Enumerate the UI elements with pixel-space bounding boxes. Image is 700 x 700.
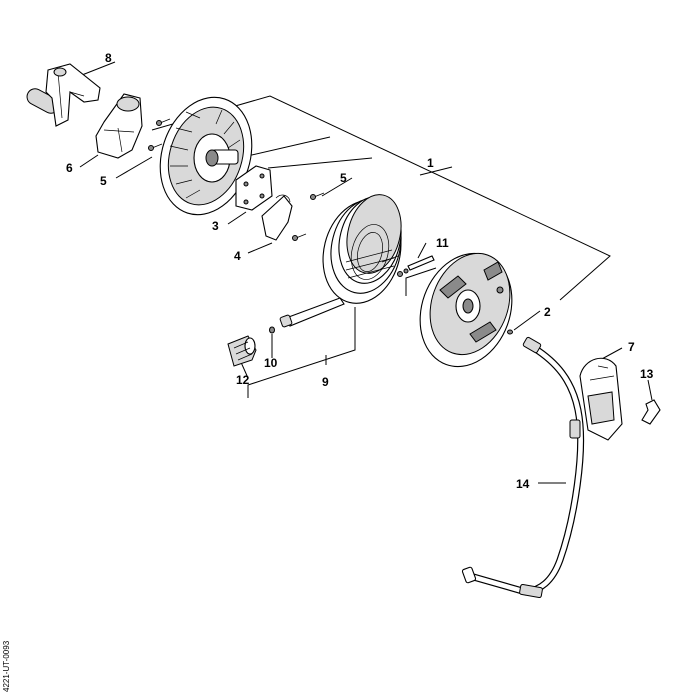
leader-lines xyxy=(79,61,653,484)
drum-shaft xyxy=(279,255,399,328)
mounting-plate xyxy=(235,165,273,211)
callout-4: 4 xyxy=(234,249,241,263)
hose-drum xyxy=(322,194,402,304)
callout-3: 3 xyxy=(212,219,219,233)
callout-7: 7 xyxy=(628,340,635,354)
washer xyxy=(507,329,513,335)
callout-12: 12 xyxy=(236,373,250,387)
callout-10: 10 xyxy=(264,356,278,370)
swivel-fitting xyxy=(227,335,257,367)
crank-handle xyxy=(26,63,101,127)
screw-small-left xyxy=(148,118,171,151)
front-reel-frame xyxy=(419,252,513,368)
screw-small-center xyxy=(292,192,325,241)
o-ring-small xyxy=(269,326,275,334)
callout-13: 13 xyxy=(640,367,654,381)
spring-clip xyxy=(641,399,661,425)
callout-labels: 1 2 3 4 5 5 6 7 8 9 10 11 12 13 14 xyxy=(66,51,654,491)
document-code: 4221-UT-0093 xyxy=(2,640,11,692)
callout-9: 9 xyxy=(322,375,329,389)
callout-5-left: 5 xyxy=(100,174,107,188)
callout-5-center: 5 xyxy=(340,171,347,185)
callout-2: 2 xyxy=(544,305,551,319)
callout-1: 1 xyxy=(427,156,434,170)
callout-14: 14 xyxy=(516,477,530,491)
rear-reel-frame xyxy=(159,96,253,216)
crank-housing xyxy=(95,93,143,159)
hose xyxy=(461,336,585,599)
callout-8: 8 xyxy=(105,51,112,65)
callout-11: 11 xyxy=(436,236,449,250)
guide-cover xyxy=(261,194,293,241)
callout-6: 6 xyxy=(66,161,73,175)
retaining-pin xyxy=(397,255,435,277)
hose-guide-housing xyxy=(579,357,623,441)
